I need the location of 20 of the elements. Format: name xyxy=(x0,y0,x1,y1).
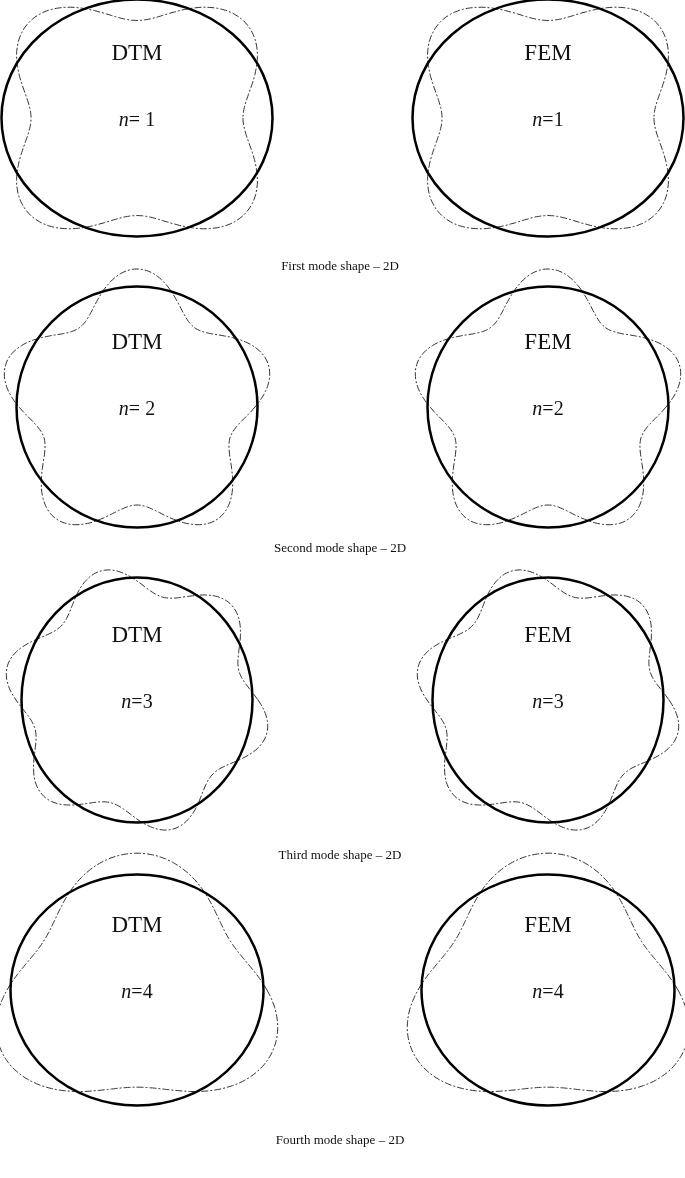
mode-number: n=3 xyxy=(120,690,154,713)
mode-number: n=3 xyxy=(531,690,565,713)
mode-number: n=2 xyxy=(531,397,565,420)
method-label: DTM xyxy=(110,40,164,66)
mode-number: n= 1 xyxy=(117,108,157,131)
method-label: FEM xyxy=(523,622,573,648)
method-label: DTM xyxy=(110,329,164,355)
method-label: FEM xyxy=(523,40,573,66)
mode-number: n=4 xyxy=(531,980,565,1003)
mode-number: n= 2 xyxy=(117,397,157,420)
figure-caption: Second mode shape – 2D xyxy=(273,540,407,556)
mode-number: n=4 xyxy=(120,980,154,1003)
figure-caption: Third mode shape – 2D xyxy=(278,847,402,863)
mode-number: n=1 xyxy=(531,108,565,131)
method-label: DTM xyxy=(110,912,164,938)
method-label: FEM xyxy=(523,912,573,938)
figure-caption: First mode shape – 2D xyxy=(281,258,399,274)
method-label: FEM xyxy=(523,329,573,355)
method-label: DTM xyxy=(110,622,164,648)
figure-caption: Fourth mode shape – 2D xyxy=(275,1132,405,1148)
